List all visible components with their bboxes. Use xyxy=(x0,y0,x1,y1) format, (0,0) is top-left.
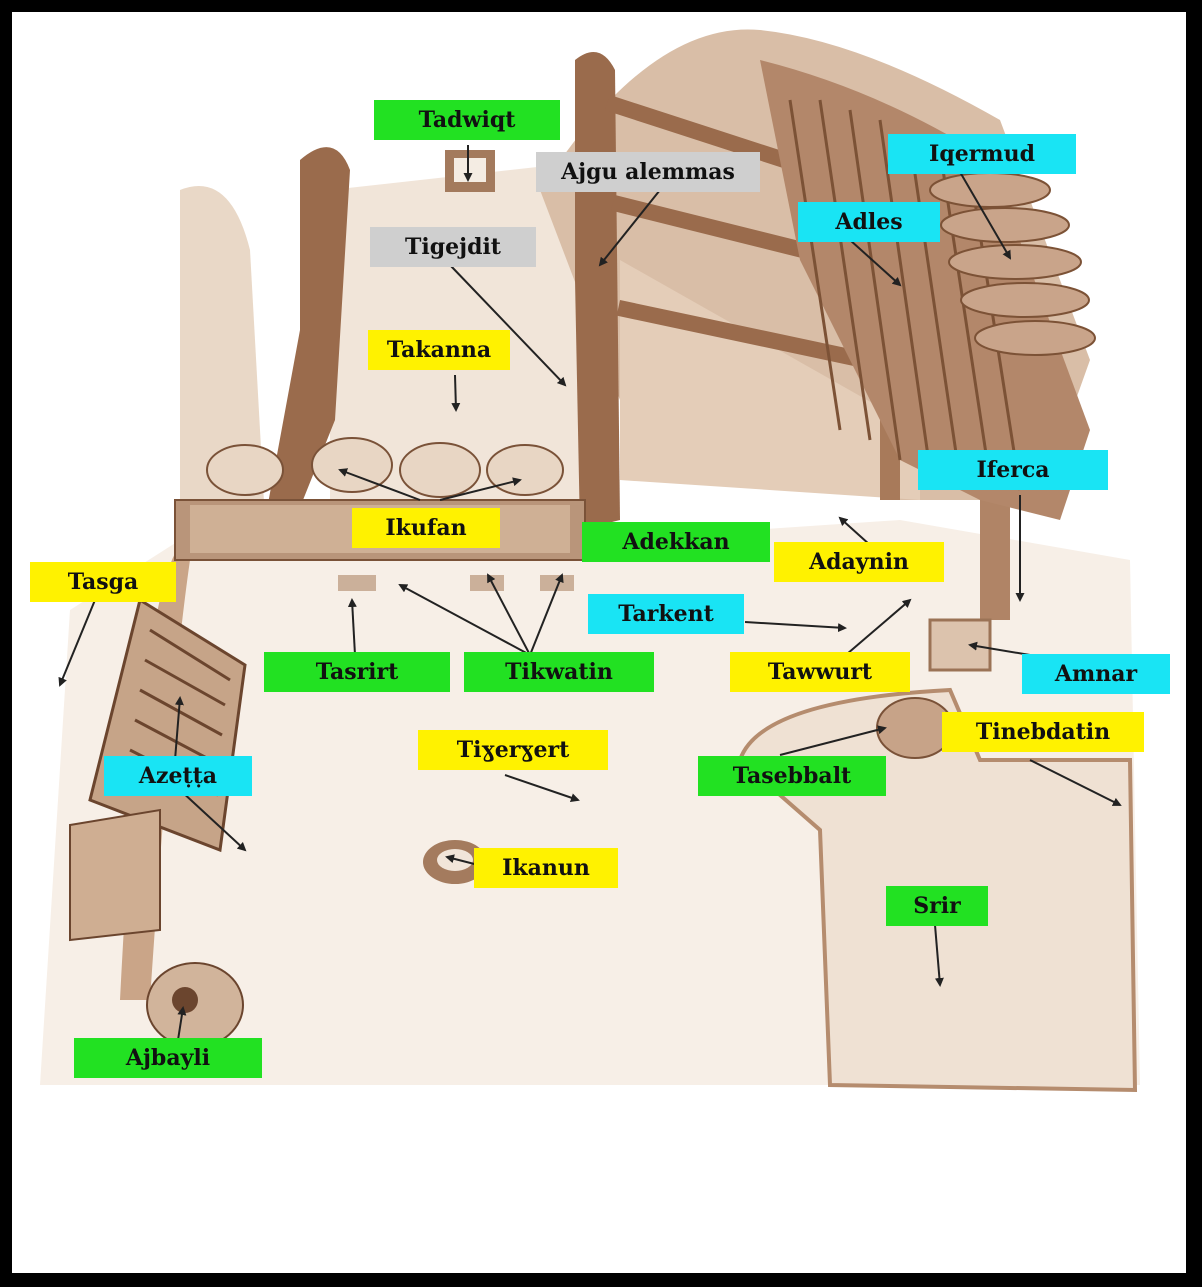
label-amnar: Amnar xyxy=(1022,654,1170,694)
label-tadwiqt: Tadwiqt xyxy=(374,100,560,140)
label-iqermud: Iqermud xyxy=(888,134,1076,174)
label-tasebbalt: Tasebbalt xyxy=(698,756,886,796)
label-tasga: Tasga xyxy=(30,562,176,602)
label-tarkent: Tarkent xyxy=(588,594,744,634)
label-adekkan: Adekkan xyxy=(582,522,770,562)
wall-niche xyxy=(445,150,495,192)
label-tiyeryert: Tiɣerɣert xyxy=(418,730,608,770)
label-tigejdit: Tigejdit xyxy=(370,227,536,267)
label-azetta: Azeṭṭa xyxy=(104,756,252,796)
label-tasrirt: Tasrirt xyxy=(264,652,450,692)
water-jar xyxy=(147,963,243,1047)
label-tikwatin: Tikwatin xyxy=(464,652,654,692)
label-ajbayli: Ajbayli xyxy=(74,1038,262,1078)
label-takanna: Takanna xyxy=(368,330,510,370)
label-ajgu-alemmas: Ajgu alemmas xyxy=(536,152,760,192)
label-srir: Srir xyxy=(886,886,988,926)
label-ikanun: Ikanun xyxy=(474,848,618,888)
label-iferca: Iferca xyxy=(918,450,1108,490)
label-adaynin: Adaynin xyxy=(774,542,944,582)
label-tawwurt: Tawwurt xyxy=(730,652,910,692)
label-tinebdatin: Tinebdatin xyxy=(942,712,1144,752)
label-ikufan: Ikufan xyxy=(352,508,500,548)
label-adles: Adles xyxy=(798,202,940,242)
